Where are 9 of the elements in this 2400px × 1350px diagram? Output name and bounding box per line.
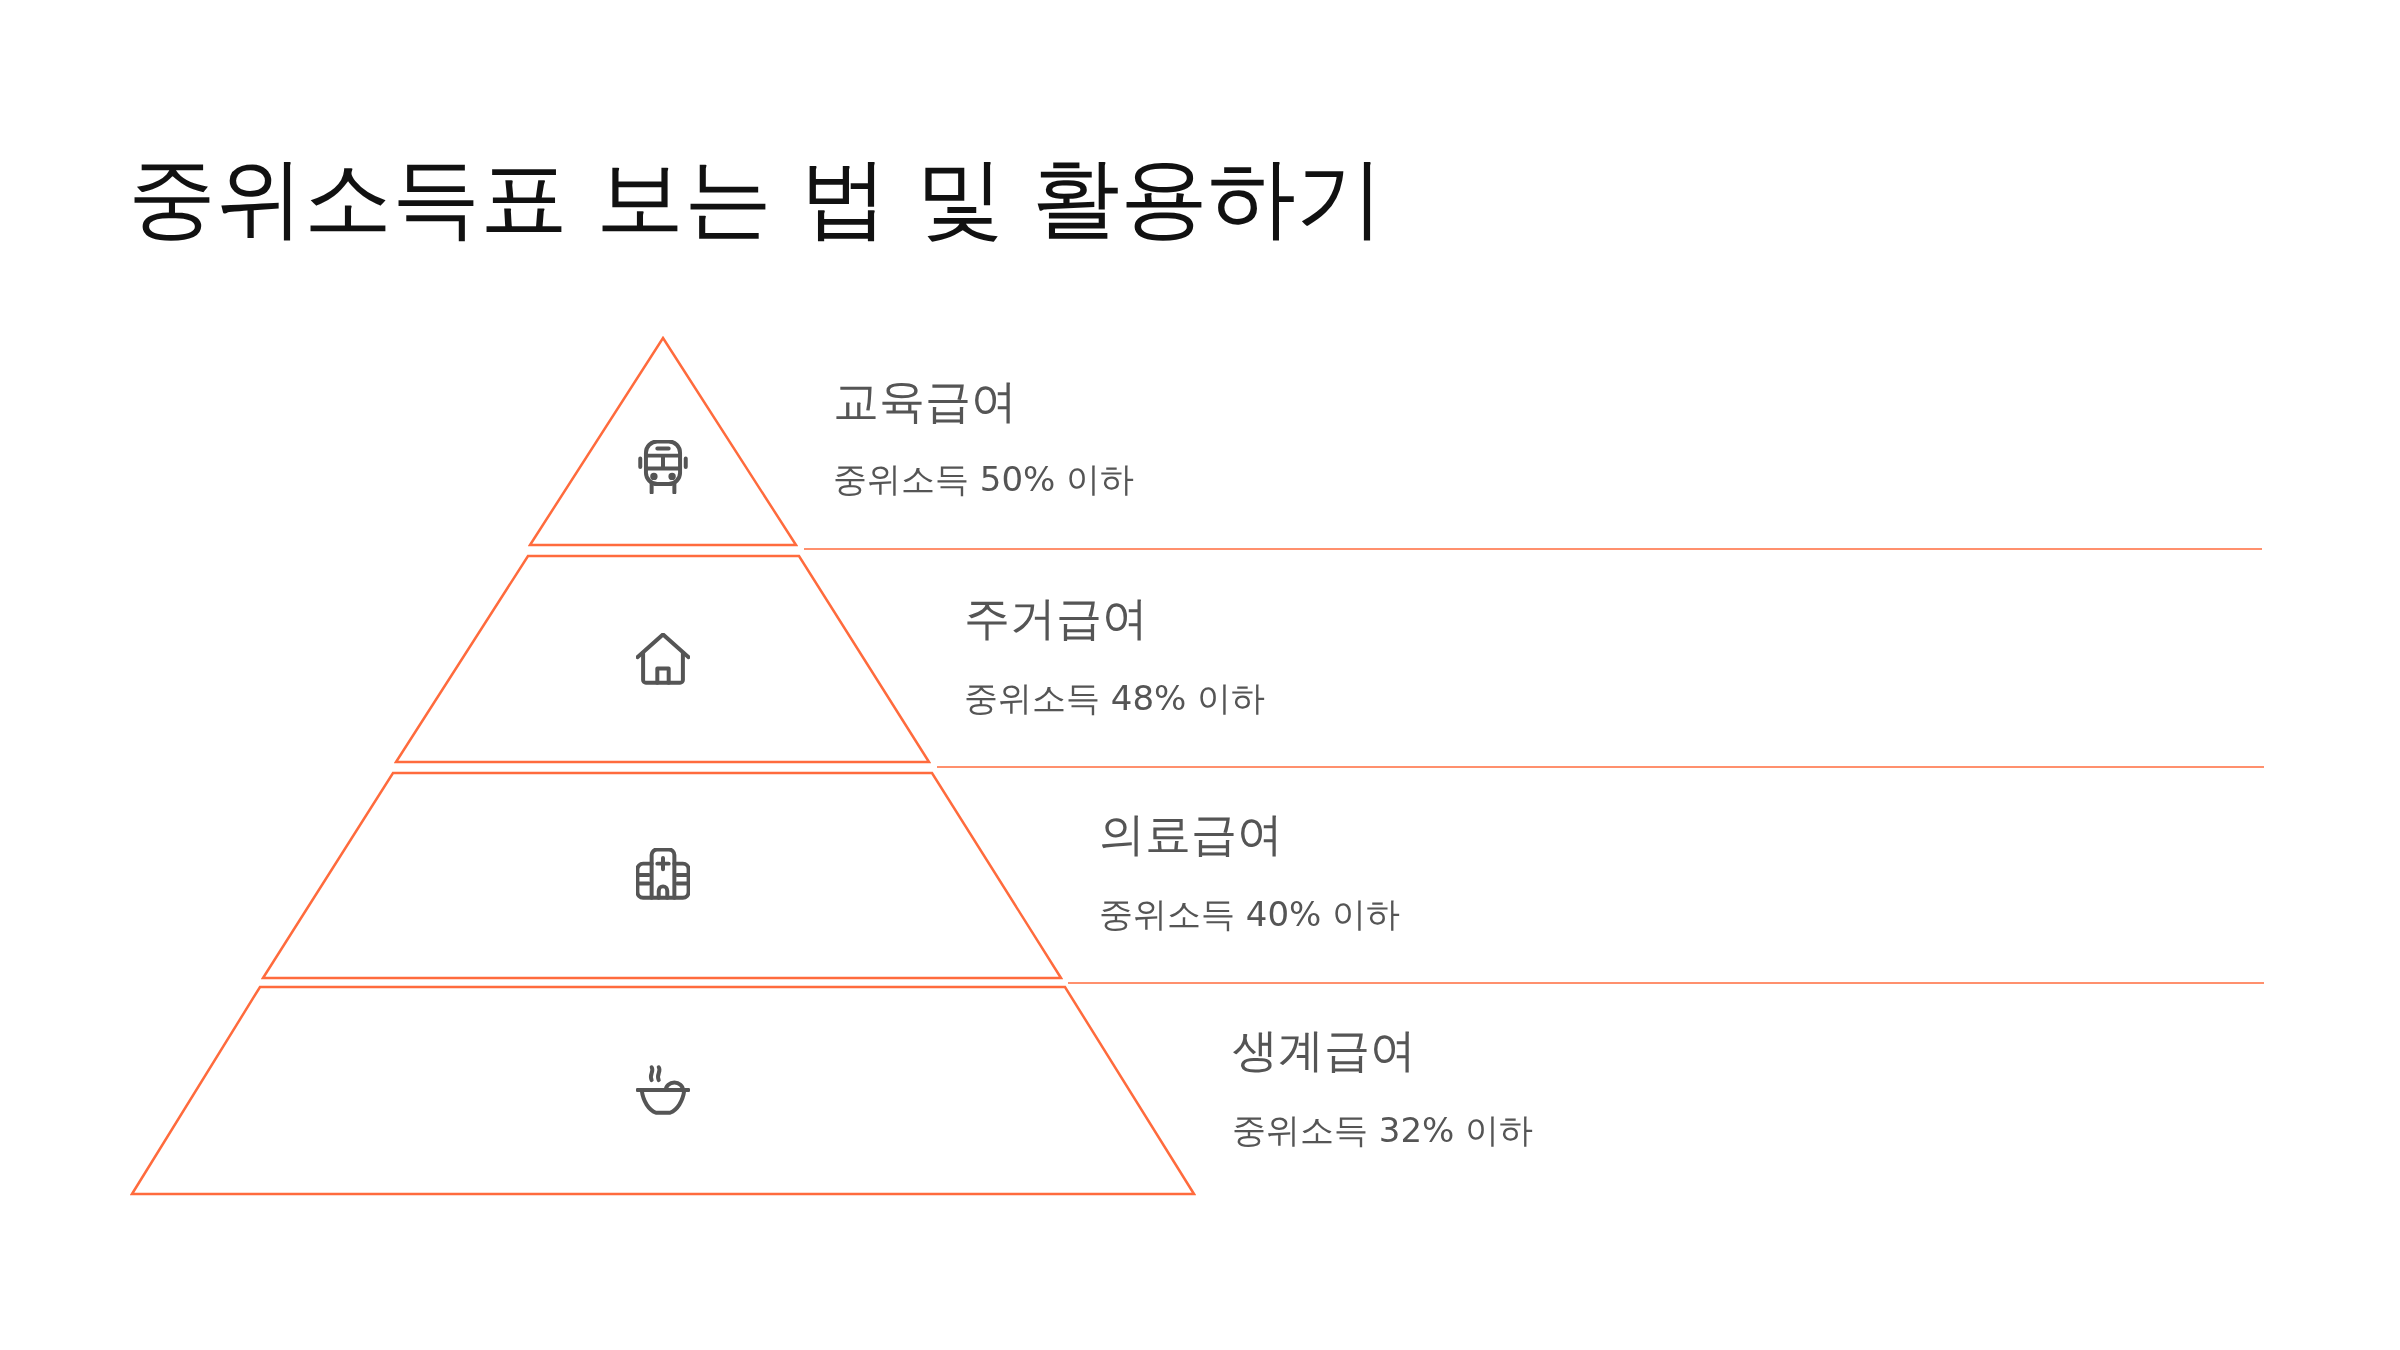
tier-heading: 생계급여 bbox=[1232, 1022, 1416, 1079]
tier-heading: 주거급여 bbox=[964, 590, 1148, 647]
tier-description: 중위소득 40% 이하 bbox=[1099, 893, 1401, 936]
title: 중위소득표 보는 법 및 활용하기 bbox=[128, 146, 1384, 250]
tier-description: 중위소득 50% 이하 bbox=[833, 458, 1135, 501]
tier-description: 중위소득 32% 이하 bbox=[1232, 1109, 1534, 1152]
tier-heading: 의료급여 bbox=[1099, 806, 1283, 863]
tier-heading: 교육급여 bbox=[833, 373, 1017, 430]
tier-description: 중위소득 48% 이하 bbox=[964, 677, 1266, 720]
